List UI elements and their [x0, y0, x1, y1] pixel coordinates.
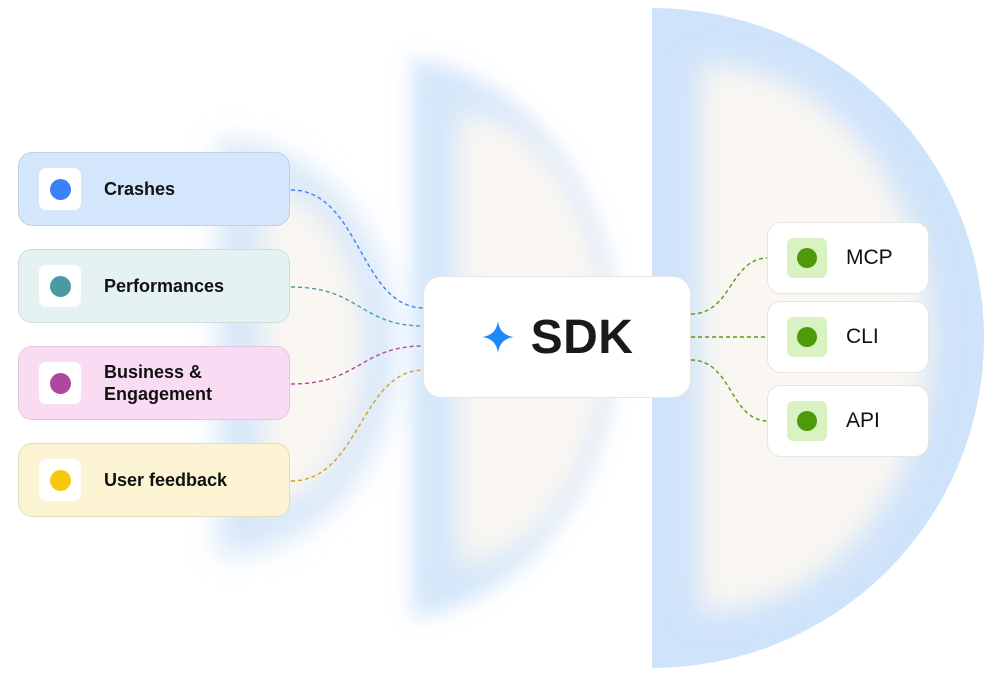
- source-card-business-engagement[interactable]: Business & Engagement: [18, 346, 290, 420]
- source-card-performances[interactable]: Performances: [18, 249, 290, 323]
- output-card-cli[interactable]: CLI: [767, 301, 929, 373]
- output-label-mcp: MCP: [846, 246, 893, 269]
- output-label-api: API: [846, 409, 880, 432]
- mcp-dot-icon: [797, 248, 817, 268]
- sdk-title: SDK: [530, 310, 634, 364]
- connector-performances: [290, 286, 425, 327]
- cli-badge: [787, 317, 827, 357]
- crashes-dot-icon: [49, 178, 71, 200]
- cli-dot-icon: [797, 327, 817, 347]
- source-card-user-feedback[interactable]: User feedback: [18, 443, 290, 517]
- output-card-api[interactable]: API: [767, 385, 929, 457]
- user-feedback-dot-icon: [49, 469, 71, 491]
- business-engagement-dot-icon: [49, 372, 71, 394]
- api-badge: [787, 401, 827, 441]
- connector-crashes: [290, 189, 425, 309]
- source-card-crashes[interactable]: Crashes: [18, 152, 290, 226]
- sdk-hub-card[interactable]: SDK: [423, 276, 691, 398]
- crashes-badge: [39, 168, 81, 210]
- source-label-crashes: Crashes: [104, 179, 176, 199]
- source-label-user-feedback: User feedback: [104, 470, 228, 490]
- api-dot-icon: [797, 411, 817, 431]
- connector-api: [690, 359, 769, 422]
- mcp-badge: [787, 238, 827, 278]
- performances-dot-icon: [49, 275, 71, 297]
- user-feedback-badge: [39, 459, 81, 501]
- source-label-business-engagement: Business & Engagement: [104, 362, 213, 404]
- sparkle-icon: [481, 321, 514, 353]
- business-engagement-badge: [39, 362, 81, 404]
- source-label-performances: Performances: [104, 276, 225, 296]
- connector-user-feedback: [290, 369, 425, 482]
- performances-badge: [39, 265, 81, 307]
- output-label-cli: CLI: [846, 325, 879, 348]
- connector-business-engagement: [290, 345, 425, 385]
- output-card-mcp[interactable]: MCP: [767, 222, 929, 294]
- connector-mcp: [690, 257, 769, 315]
